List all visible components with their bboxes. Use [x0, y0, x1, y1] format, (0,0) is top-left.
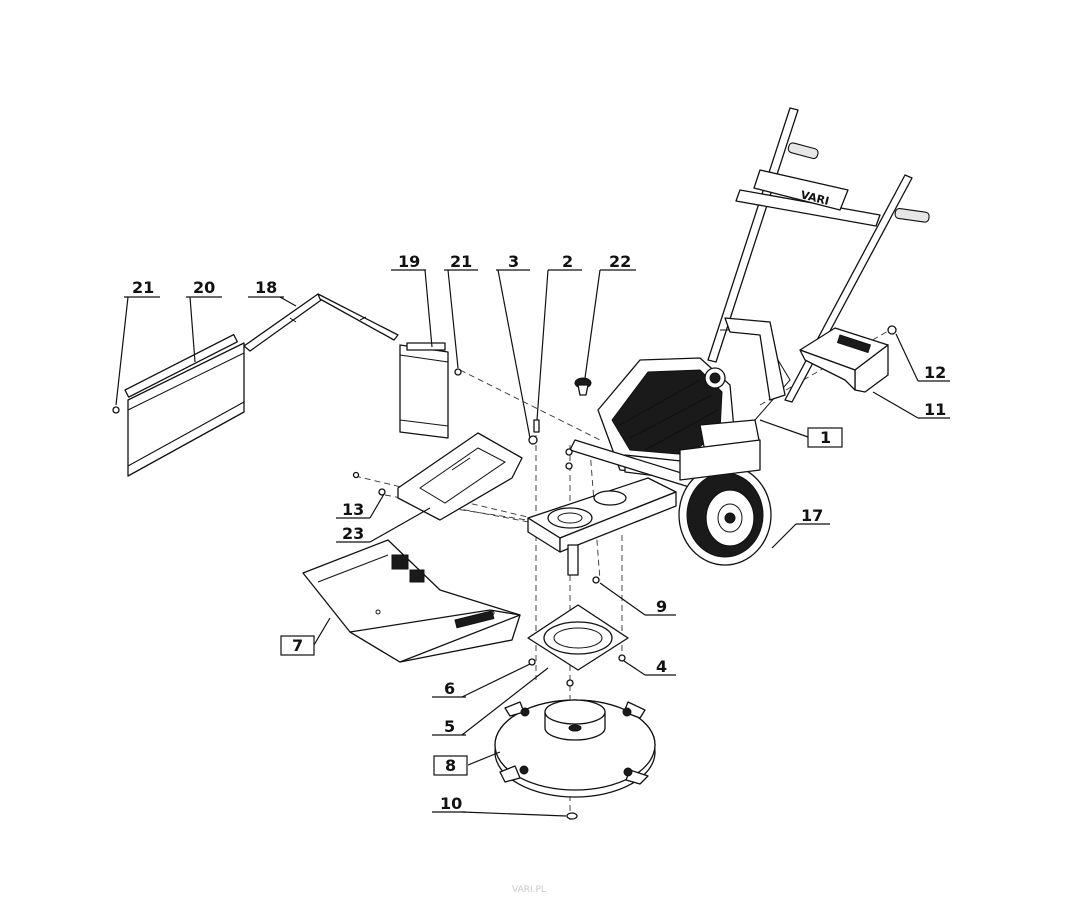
callout-8: 8: [433, 755, 468, 776]
svg-text:22: 22: [609, 252, 631, 271]
callout-17: 17: [796, 506, 830, 525]
handlebar: VARI: [707, 107, 930, 421]
chassis-frame: [527, 439, 721, 576]
svg-text:21: 21: [450, 252, 472, 271]
callout-2: 2: [548, 252, 582, 271]
callout-10: 10: [432, 794, 466, 813]
callout-5: 5: [432, 717, 466, 736]
svg-text:23: 23: [342, 524, 364, 543]
rear-flap-assembly: [112, 293, 462, 477]
blade-mount-plate: [527, 576, 629, 687]
callout-11: 11: [918, 400, 950, 419]
svg-text:3: 3: [508, 252, 519, 271]
front-shield: [799, 325, 897, 393]
callout-19: 19: [391, 252, 426, 271]
leader-lines: [115, 269, 919, 817]
svg-text:7: 7: [292, 636, 303, 655]
svg-text:2: 2: [562, 252, 573, 271]
svg-text:11: 11: [924, 400, 946, 419]
callout-21-right: 21: [444, 252, 478, 271]
svg-text:5: 5: [444, 717, 455, 736]
callout-18: 18: [248, 278, 284, 298]
svg-text:13: 13: [342, 500, 364, 519]
svg-text:4: 4: [656, 657, 667, 676]
belt-cover: [352, 432, 523, 521]
svg-text:20: 20: [193, 278, 215, 297]
callout-4: 4: [645, 657, 676, 676]
svg-text:12: 12: [924, 363, 946, 382]
svg-text:10: 10: [440, 794, 462, 813]
svg-text:19: 19: [398, 252, 420, 271]
wheel: [678, 439, 772, 566]
svg-text:1: 1: [820, 428, 831, 447]
svg-text:18: 18: [255, 278, 277, 297]
callout-1: 1: [807, 427, 843, 448]
svg-text:8: 8: [445, 756, 456, 775]
fasteners-top: [528, 377, 592, 470]
svg-text:17: 17: [801, 506, 823, 525]
callout-23: 23: [336, 524, 370, 543]
svg-text:21: 21: [132, 278, 154, 297]
callout-21-left: 21: [124, 278, 160, 298]
watermark: VARI.PL: [512, 885, 546, 895]
callout-13: 13: [336, 500, 370, 519]
callout-3: 3: [496, 252, 530, 271]
callout-7: 7: [280, 635, 315, 656]
callout-6: 6: [432, 679, 466, 698]
svg-text:6: 6: [444, 679, 455, 698]
callout-9: 9: [645, 597, 676, 616]
callout-12: 12: [918, 363, 950, 382]
callout-22: 22: [600, 252, 636, 271]
svg-text:9: 9: [656, 597, 667, 616]
blade-disc: [494, 699, 656, 820]
cutting-guard: [302, 539, 521, 663]
callout-20: 20: [186, 278, 222, 298]
